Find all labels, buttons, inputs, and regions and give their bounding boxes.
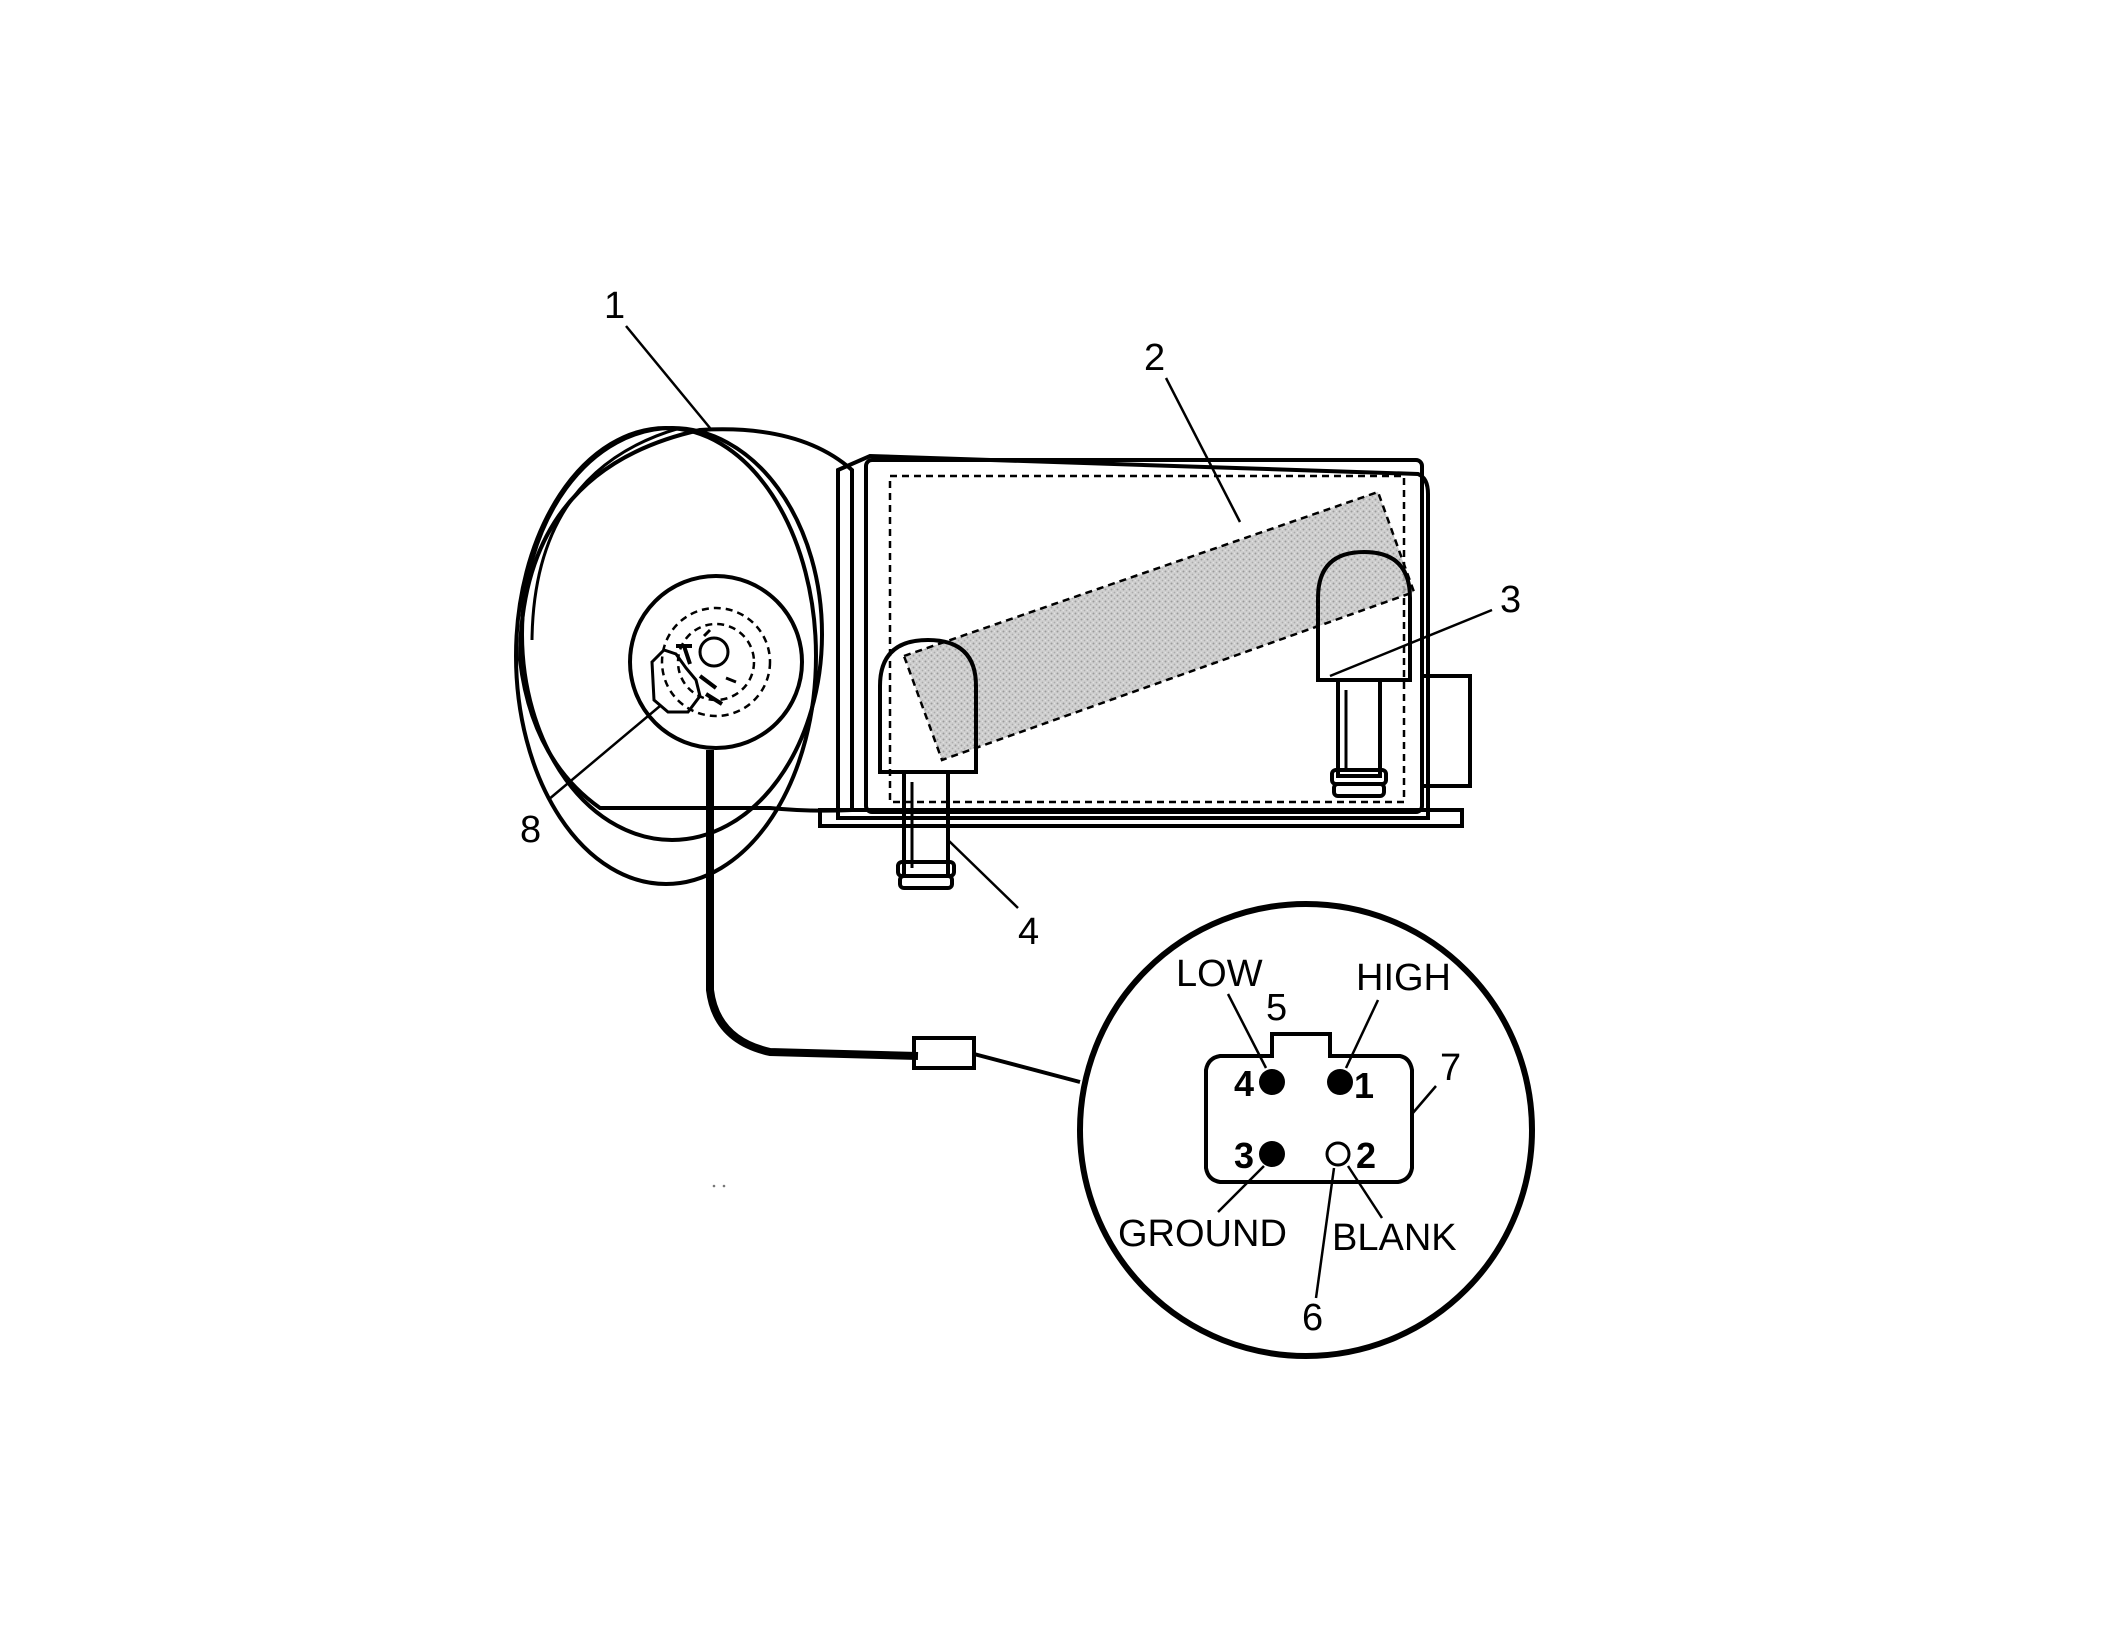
callout-1: 1 (604, 285, 625, 327)
pin-label-high: HIGH (1356, 957, 1451, 999)
callout-numbers: 1 2 3 4 5 6 7 8 (520, 285, 1521, 1339)
pin-number-3: 3 (1234, 1135, 1254, 1176)
callout-8: 8 (520, 809, 541, 851)
heater-core (902, 490, 1416, 762)
wiring-harness (706, 750, 1081, 1084)
pin-label-ground: GROUND (1118, 1213, 1287, 1255)
callout-leader-lines (547, 325, 1493, 909)
callout-4: 4 (1018, 911, 1039, 953)
pin-number-4: 4 (1234, 1063, 1254, 1104)
callout-6: 6 (1302, 1297, 1323, 1339)
outlet-tube-right (1316, 549, 1412, 798)
callout-7: 7 (1440, 1047, 1461, 1089)
connector-detail-view: 4 1 3 2 LOW HIGH GROUND BLANK (1077, 901, 1535, 1359)
pin-label-blank: BLANK (1332, 1217, 1457, 1259)
pin-label-low: LOW (1176, 953, 1263, 995)
inlet-tube-left (878, 637, 978, 890)
heater-core-housing (818, 453, 1472, 828)
callout-3: 3 (1500, 579, 1521, 621)
pin-3-contact (1259, 1141, 1285, 1167)
blower-motor (514, 426, 854, 886)
callout-5: 5 (1266, 987, 1287, 1029)
pin-2-contact (1325, 1141, 1351, 1167)
pin-4-contact (1259, 1069, 1285, 1095)
callout-2: 2 (1144, 337, 1165, 379)
pin-number-2: 2 (1356, 1135, 1376, 1176)
pin-1-contact (1327, 1069, 1353, 1095)
pin-number-1: 1 (1354, 1065, 1374, 1106)
